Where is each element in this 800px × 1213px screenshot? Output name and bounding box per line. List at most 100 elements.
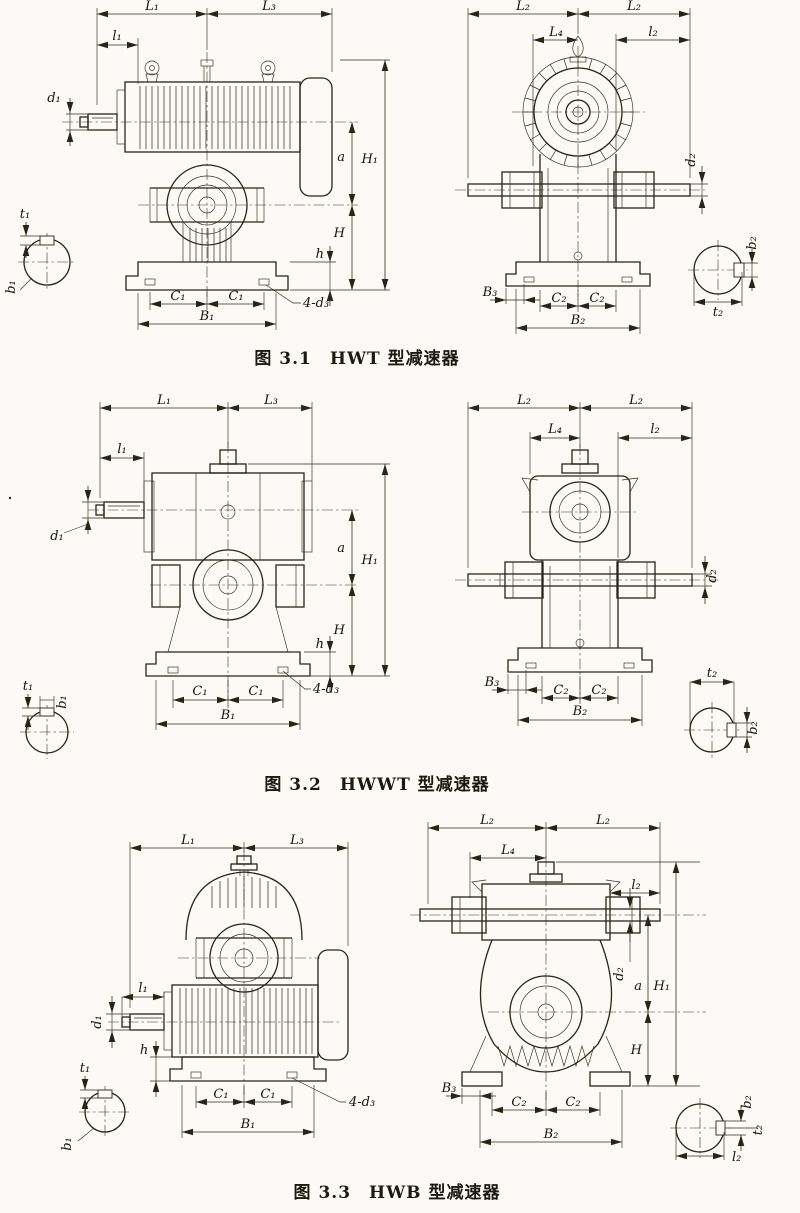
fig1-label-l1: l₁ xyxy=(112,29,121,44)
fig2-label-h: h xyxy=(316,637,324,652)
fig3-label-l2: l₂ xyxy=(631,878,640,893)
fig3-label-C1b: C₁ xyxy=(260,1087,275,1102)
fig1-label-t1: t₁ xyxy=(20,207,30,222)
fig1-label-t2: t₂ xyxy=(713,305,723,320)
fig2-output-shaft-section: t₂ b₂ xyxy=(684,666,761,758)
fig3-front-view xyxy=(108,850,349,1095)
fig3-label-l1: l₁ xyxy=(138,981,147,996)
fig2-front-view xyxy=(88,442,358,700)
fig2-label-B1: B₁ xyxy=(220,708,236,723)
fig1-label-B2: B₂ xyxy=(570,313,586,328)
fig1-label-d1: d₁ xyxy=(47,91,61,106)
fig2-label-l1: l₁ xyxy=(117,442,126,457)
fig1-side-dimensions: L₂ L₂ L₄ l₂ d₂ B₃ C₂ C₂ B₂ xyxy=(467,0,708,334)
fig3-label-4d3: 4-d₃ xyxy=(348,1095,375,1110)
fig3-label-d1: d₁ xyxy=(90,1015,105,1029)
fig3-label-L4: L₄ xyxy=(500,843,515,858)
fig3-label-C1a: C₁ xyxy=(213,1087,228,1102)
fig1-label-h: h xyxy=(316,247,324,262)
fig3-input-shaft-section: t₁ b₁ xyxy=(60,1061,131,1151)
fig3-label-L2a: L₂ xyxy=(479,813,494,828)
fig1-label-L2b: L₂ xyxy=(626,0,641,14)
fig2-label-B2: B₂ xyxy=(572,704,588,719)
fig1-label-C1a: C₁ xyxy=(170,289,185,304)
fig3-label-L3: L₃ xyxy=(289,833,304,848)
fig2-label-4d3: 4-d₃ xyxy=(312,682,339,697)
fig3-label-B1: B₁ xyxy=(240,1117,256,1132)
fig1-front-dimensions: L₁ L₃ l₁ d₁ a H H₁ h C₁ C₁ B₁ 4-d₃ xyxy=(47,0,390,330)
fig1-label-C1b: C₁ xyxy=(228,289,243,304)
scan-artifact-dot xyxy=(8,496,12,500)
fig3-front-dimensions: L₁ L₃ l₁ d₁ h C₁ C₁ B₁ 4-d₃ xyxy=(90,833,375,1138)
figure-caption-1: 图 3.1 HWT 型减速器 xyxy=(254,349,460,369)
fig2-label-b1: b₁ xyxy=(55,695,70,709)
fig1-label-L3: L₃ xyxy=(261,0,276,14)
fig3-label-B3: B₃ xyxy=(441,1081,457,1096)
fig3-label-C2a: C₂ xyxy=(511,1095,526,1110)
fig3-label-d2: d₂ xyxy=(612,967,627,981)
fig2-label-L1: L₁ xyxy=(156,393,171,408)
fig2-input-shaft-section: t₁ b₁ xyxy=(20,679,74,759)
fig2-label-C2b: C₂ xyxy=(591,683,606,698)
fig2-front-dimensions: L₁ L₃ l₁ d₁ a H H₁ h C₁ C₁ B₁ 4-d₃ xyxy=(50,393,390,730)
fig1-label-b1: b₁ xyxy=(4,280,19,294)
fig3-label-C2b: C₂ xyxy=(565,1095,580,1110)
fig2-label-d1: d₁ xyxy=(50,529,64,544)
fig1-label-B3: B₃ xyxy=(482,285,498,300)
fig1-label-b2: b₂ xyxy=(745,236,760,250)
fig3-side-view xyxy=(410,856,706,1100)
fig1-label-H: H xyxy=(333,226,346,241)
fig2-label-t2: t₂ xyxy=(707,666,717,681)
fig1-label-L1: L₁ xyxy=(144,0,159,14)
fig1-side-view xyxy=(455,35,705,300)
fig3-output-shaft-section: b₂ t₂ l₂ xyxy=(670,1095,766,1165)
fig3-label-H: H xyxy=(630,1043,643,1058)
fig2-label-b2: b₂ xyxy=(746,721,761,735)
fig2-label-C1a: C₁ xyxy=(192,684,207,699)
figure-3-2: L₁ L₃ l₁ d₁ a H H₁ h C₁ C₁ B₁ 4-d₃ t₁ b₁ xyxy=(8,393,761,759)
fig3-label-h: h xyxy=(140,1043,148,1058)
fig2-label-L3: L₃ xyxy=(263,393,278,408)
fig2-label-H: H xyxy=(333,623,346,638)
fig2-label-L2a: L₂ xyxy=(516,393,531,408)
fig3-label-a: a xyxy=(634,979,642,994)
figure-3-1: L₁ L₃ l₁ d₁ a H H₁ h C₁ C₁ B₁ 4-d₃ t₁ b₁ xyxy=(4,0,760,334)
fig3-label-l2-section: l₂ xyxy=(732,1150,741,1165)
fig2-label-H1: H₁ xyxy=(360,553,378,568)
fig1-label-L2a: L₂ xyxy=(515,0,530,14)
fig1-label-H1: H₁ xyxy=(360,152,378,167)
fig2-label-l2: l₂ xyxy=(650,422,659,437)
fig1-input-shaft-section: t₁ b₁ xyxy=(4,207,76,294)
fig3-label-t1: t₁ xyxy=(80,1061,90,1076)
fig1-label-C2b: C₂ xyxy=(589,291,604,306)
fig2-label-t1: t₁ xyxy=(23,679,33,694)
fig2-label-a: a xyxy=(337,541,345,556)
fig2-label-L4: L₄ xyxy=(547,422,562,437)
fig1-label-a: a xyxy=(337,150,345,165)
fig1-label-B1: B₁ xyxy=(199,309,215,324)
fig2-label-C1b: C₁ xyxy=(248,684,263,699)
figure-caption-3: 图 3.3 HWB 型减速器 xyxy=(293,1183,501,1203)
fig2-label-B3: B₃ xyxy=(484,675,500,690)
fig1-label-C2a: C₂ xyxy=(551,291,566,306)
fig1-label-l2: l₂ xyxy=(648,25,657,40)
fig3-side-dimensions: L₂ L₂ L₄ l₂ d₂ a H₁ H B₃ C₂ C₂ B₂ xyxy=(427,813,700,1148)
fig3-label-H1: H₁ xyxy=(652,979,670,994)
fig3-label-L1: L₁ xyxy=(180,833,195,848)
fig2-label-d2: d₂ xyxy=(705,569,720,583)
fig3-label-b1: b₁ xyxy=(60,1137,75,1151)
fig3-label-b2: b₂ xyxy=(740,1095,755,1109)
fig3-label-L2b: L₂ xyxy=(595,813,610,828)
fig1-label-L4: L₄ xyxy=(548,25,563,40)
fig1-label-4d3: 4-d₃ xyxy=(302,296,329,311)
fig2-side-view xyxy=(455,444,718,700)
fig1-label-d2: d₂ xyxy=(684,153,699,167)
figure-caption-2: 图 3.2 HWWT 型减速器 xyxy=(264,775,490,795)
fig1-output-shaft-section: t₂ b₂ xyxy=(688,236,760,320)
fig2-label-C2a: C₂ xyxy=(553,683,568,698)
figure-3-3: L₁ L₃ l₁ d₁ h C₁ C₁ B₁ 4-d₃ t₁ b₁ xyxy=(60,813,766,1165)
fig2-side-dimensions: L₂ L₂ L₄ l₂ d₂ B₃ C₂ C₂ B₂ xyxy=(467,393,720,726)
fig1-front-view xyxy=(62,52,358,300)
